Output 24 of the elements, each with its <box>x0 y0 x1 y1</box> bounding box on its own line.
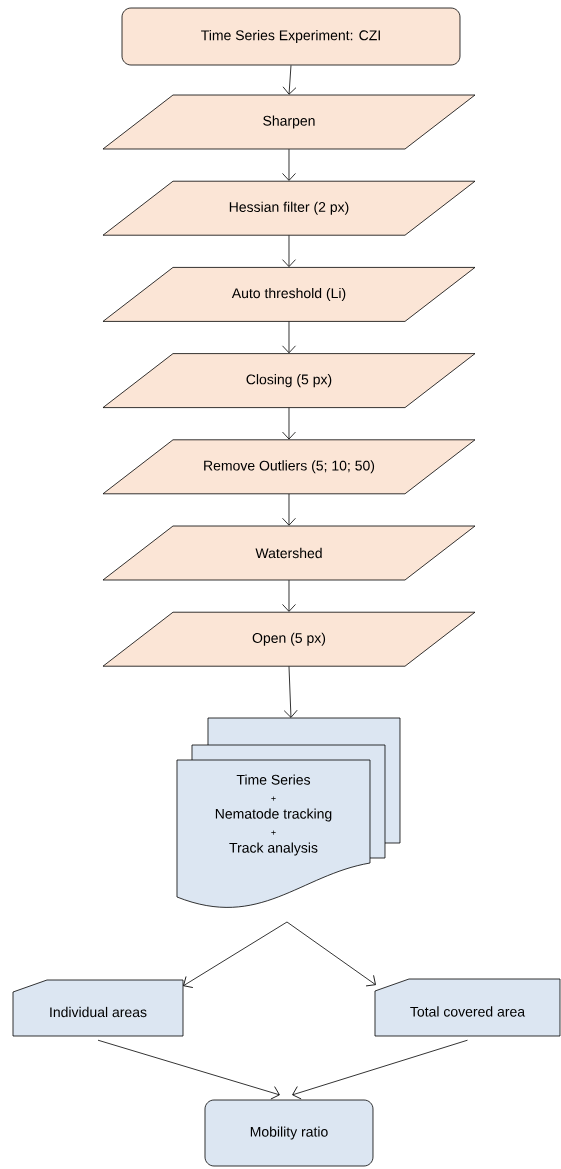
card-box: Individual areas <box>12 979 184 1037</box>
process-parallelogram: Closing (5 px) <box>102 353 476 408</box>
process-parallelogram: Remove Outliers (5; 10; 50) <box>102 439 476 495</box>
arrow <box>292 1039 468 1100</box>
process-parallelogram: Open (5 px) <box>102 611 476 667</box>
process-parallelogram: Auto threshold (Li) <box>102 267 476 322</box>
arrow <box>282 407 296 440</box>
arrow <box>282 235 296 267</box>
arrow <box>283 666 298 718</box>
arrow <box>282 65 297 95</box>
arrow <box>282 579 296 612</box>
arrow <box>286 921 376 987</box>
process-parallelogram: Watershed <box>102 525 476 581</box>
process-parallelogram: Sharpen <box>102 94 476 150</box>
arrow <box>282 493 296 526</box>
document-stack: Time Series + Nematode tracking + Track analysis <box>176 717 401 908</box>
arrow <box>282 321 296 354</box>
end-box: Mobility ratio <box>204 1099 374 1167</box>
card-box: Total covered area <box>374 978 561 1037</box>
arrow <box>97 1039 280 1100</box>
arrow <box>282 148 296 181</box>
process-parallelogram: Hessian filter (2 px) <box>102 180 476 236</box>
arrow <box>183 921 288 988</box>
start-box: Time Series Experiment: CZI <box>121 7 461 66</box>
